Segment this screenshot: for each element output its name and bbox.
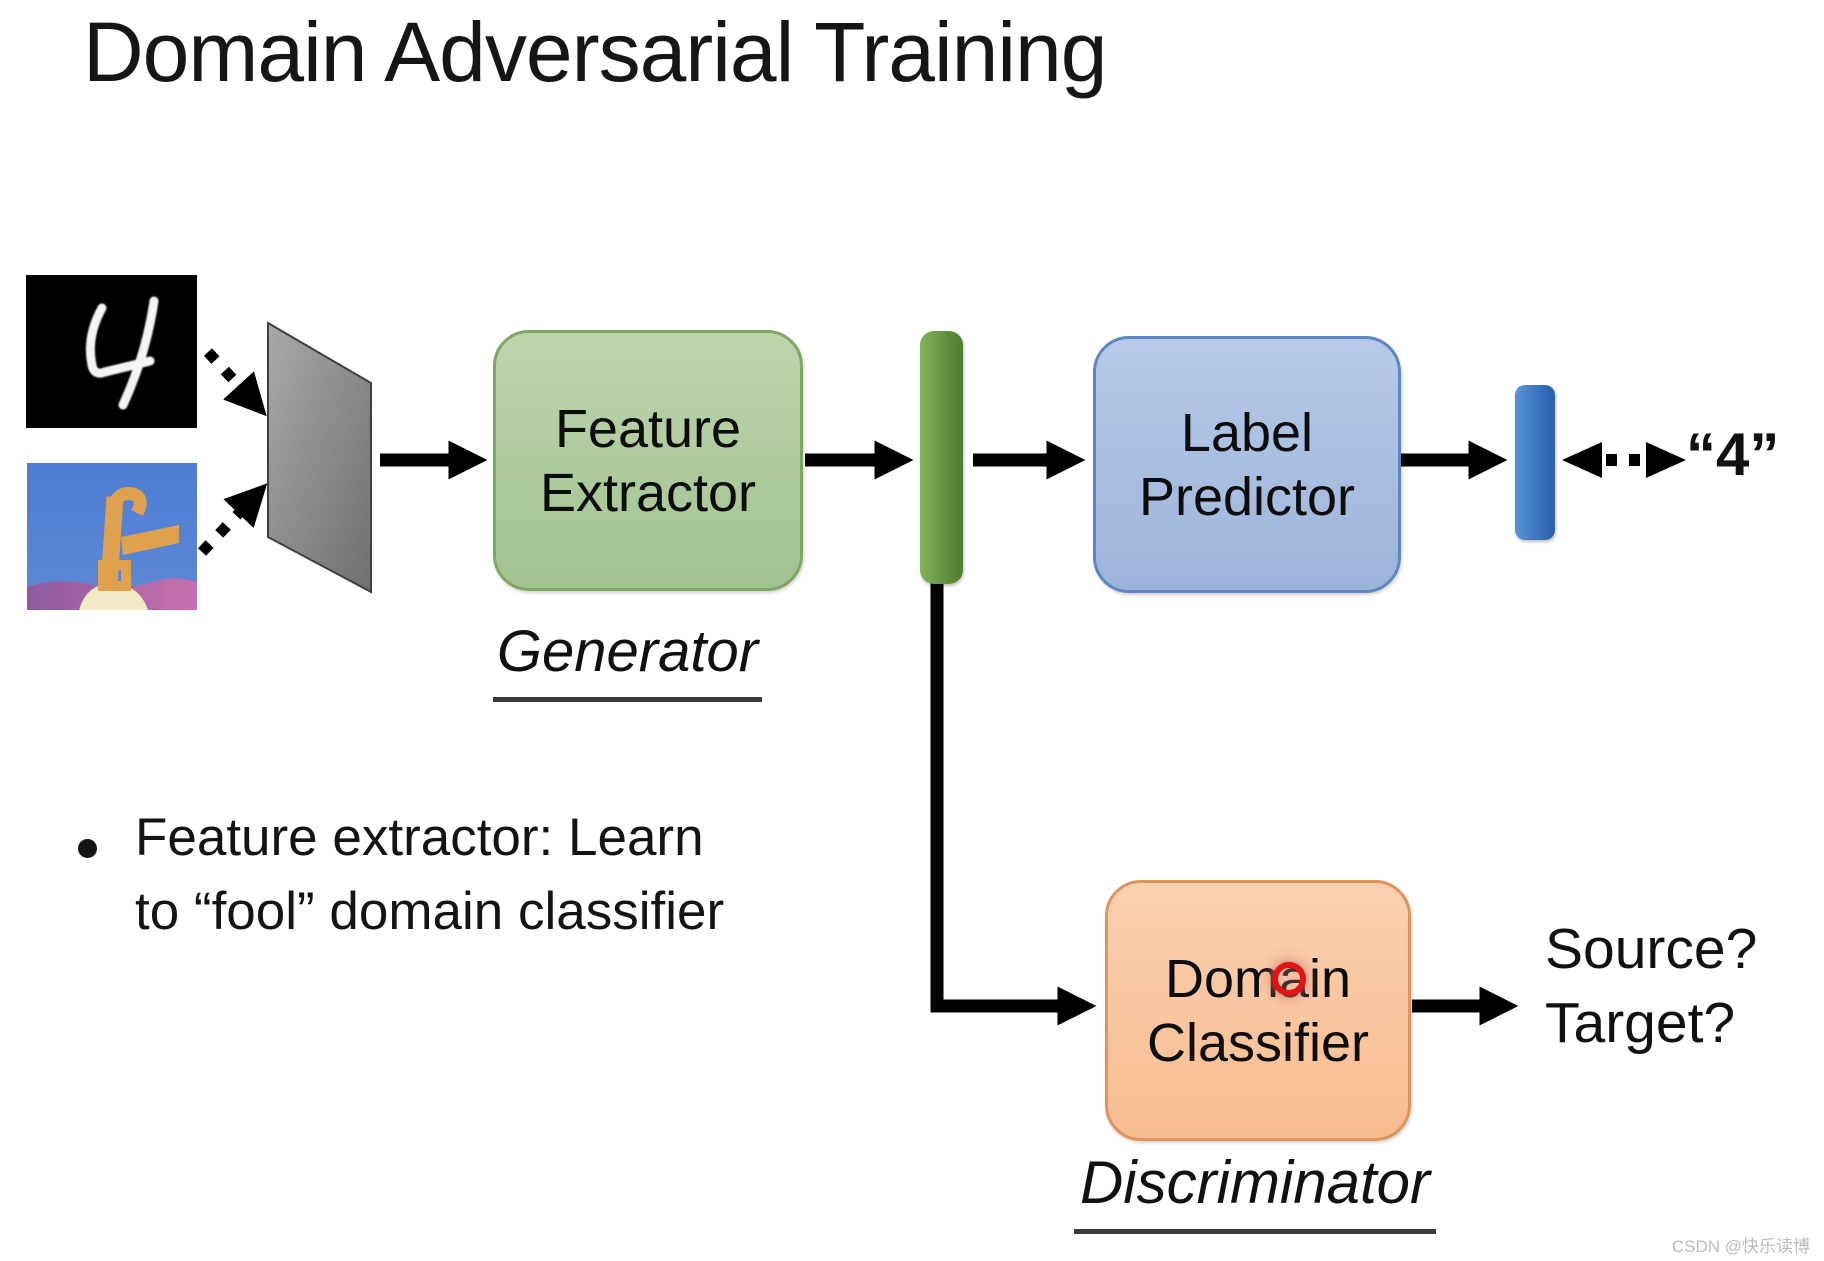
watermark: CSDN @快乐读博 bbox=[1671, 1237, 1810, 1256]
connector-feature-to-classifier bbox=[930, 582, 1097, 1026]
input-plane-shape bbox=[267, 321, 372, 594]
dotted-arrow-source-input bbox=[203, 348, 267, 417]
domain-question: Source? Target? bbox=[1545, 912, 1757, 1060]
laser-pointer-dot bbox=[1272, 962, 1306, 996]
feature-vector-bar bbox=[920, 331, 963, 584]
bullet-note-line1: Feature extractor: Learn bbox=[135, 808, 704, 867]
domain-classifier-label-line2: Classifier bbox=[1146, 1012, 1370, 1073]
output-vector-bar bbox=[1515, 385, 1555, 540]
label-predictor-label-line2: Predictor bbox=[1138, 466, 1356, 527]
label-predictor-box: Label Predictor bbox=[1093, 336, 1401, 593]
domain-classifier-box: Domain Classifier bbox=[1105, 880, 1411, 1141]
bullet-marker bbox=[78, 839, 97, 858]
discriminator-caption: Discriminator bbox=[1020, 1148, 1490, 1234]
feature-extractor-label-line2: Extractor bbox=[539, 462, 757, 523]
bullet-note: Feature extractor: Learn to “fool” domai… bbox=[135, 801, 724, 949]
domain-question-line2: Target? bbox=[1545, 991, 1736, 1055]
discriminator-caption-text: Discriminator bbox=[1073, 1148, 1437, 1234]
feature-extractor-box: Feature Extractor bbox=[493, 330, 803, 591]
domain-question-line1: Source? bbox=[1545, 917, 1758, 981]
generator-caption: Generator bbox=[455, 618, 800, 702]
predicted-label: “4” bbox=[1686, 421, 1780, 488]
dotted-arrow-target-input bbox=[198, 483, 268, 556]
label-predictor-label-line1: Label bbox=[1180, 402, 1314, 463]
feature-extractor-label-line1: Feature bbox=[554, 398, 742, 459]
colored-digit-shape bbox=[98, 487, 179, 591]
domain-classifier-label-line1: Domain bbox=[1164, 948, 1352, 1009]
bullet-note-line2: to “fool” domain classifier bbox=[135, 882, 725, 941]
dotted-double-arrow-prediction bbox=[1562, 442, 1686, 478]
source-domain-image bbox=[26, 275, 197, 428]
target-domain-image bbox=[27, 463, 197, 610]
page-title: Domain Adversarial Training bbox=[83, 5, 1107, 99]
digit-4-sketch bbox=[85, 296, 159, 410]
generator-caption-text: Generator bbox=[492, 618, 763, 702]
